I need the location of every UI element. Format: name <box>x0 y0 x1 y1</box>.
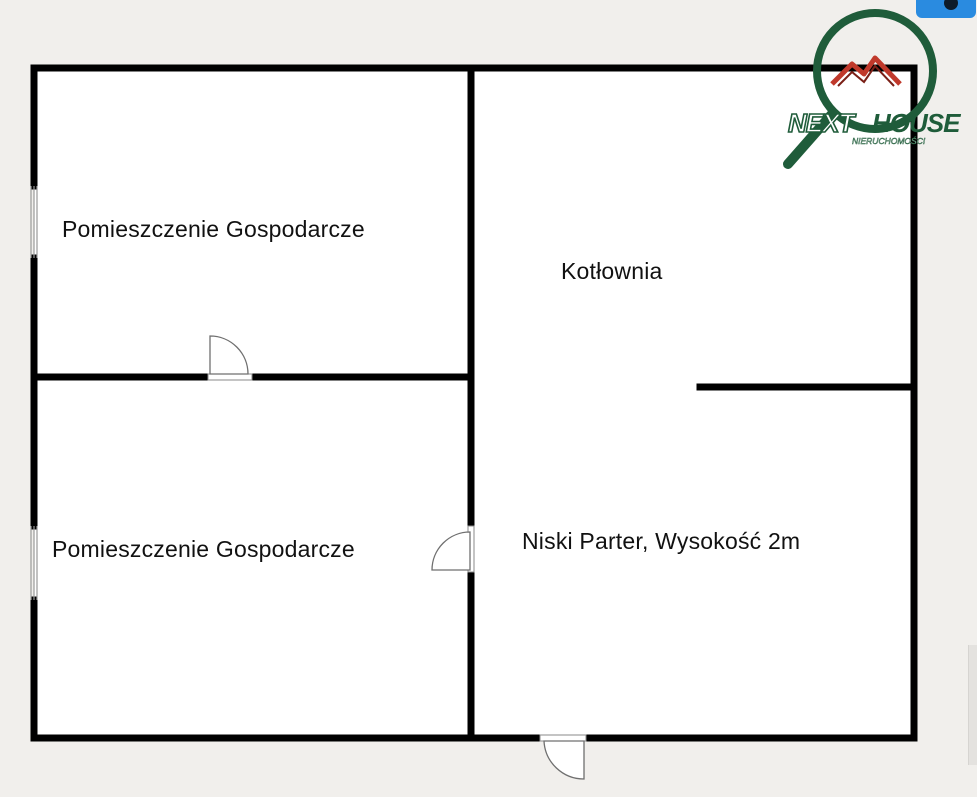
svg-text:NEXT: NEXT <box>788 108 856 138</box>
room-label-low-ground-floor: Niski Parter, Wysokość 2m <box>522 528 801 554</box>
window-lower <box>30 526 38 600</box>
room-label-storage-lower: Pomieszczenie Gospodarcze <box>52 536 355 562</box>
nexthouse-logo: NEXT HOUSE NIERUCHOMOŚCI <box>783 9 962 169</box>
room-label-boiler-room: Kotłownia <box>561 258 663 284</box>
room-label-storage-upper: Pomieszczenie Gospodarcze <box>62 216 365 242</box>
entrance-door <box>539 734 587 780</box>
side-panel-handle[interactable] <box>968 645 977 765</box>
interior-walls <box>30 64 918 742</box>
top-corner-widget[interactable] <box>916 0 976 18</box>
door-storage-rooms <box>207 335 253 381</box>
contrast-icon <box>944 0 958 10</box>
door-lower-storage <box>431 525 475 573</box>
svg-text:HOUSE: HOUSE <box>872 108 961 138</box>
window-upper <box>30 186 38 258</box>
svg-text:NIERUCHOMOŚCI: NIERUCHOMOŚCI <box>852 135 926 146</box>
